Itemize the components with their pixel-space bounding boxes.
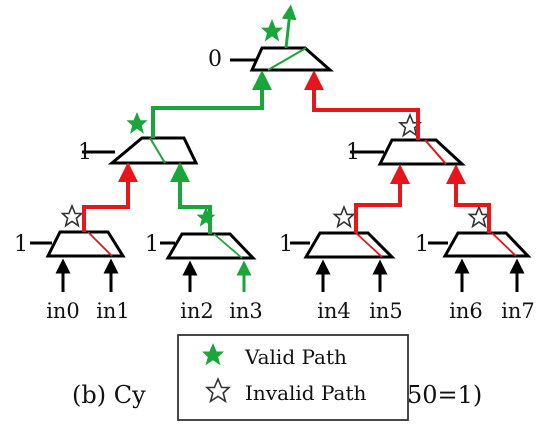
mux-level1-right: 1 (346, 112, 466, 166)
mux-leaf-0-select-label: 1 (14, 232, 28, 257)
caption-left: (b) Cy (72, 381, 146, 409)
mux-level1-left: 1 (78, 112, 199, 165)
mux-leaf-0: 1 (14, 203, 126, 258)
mux-leaf-3-select-label: 1 (415, 232, 429, 257)
input-label-in1: in1 (96, 299, 130, 323)
valid-star-icon (196, 207, 216, 227)
legend-valid-label: Valid Path (244, 345, 347, 369)
input-label-in3: in3 (229, 299, 263, 323)
mux-leaf-3: 1 (415, 204, 532, 258)
mux-leaf-2-select-label: 1 (279, 232, 293, 257)
input-label-in6: in6 (449, 299, 483, 323)
mux-level1-right-select-label: 1 (346, 140, 360, 165)
invalid-path-leaf2-to-l1 (354, 164, 410, 233)
invalid-path-leaf0-to-l1 (82, 162, 138, 232)
legend: Valid Path Invalid Path (177, 334, 409, 421)
invalid-star-icon (60, 203, 84, 228)
input-label-in2: in2 (180, 299, 214, 323)
valid-path-l1-to-root (151, 70, 272, 138)
invalid-star-icon (332, 204, 356, 229)
invalid-star-icon (467, 204, 491, 229)
legend-invalid-label: Invalid Path (245, 381, 366, 405)
input-label-in4: in4 (317, 299, 351, 323)
input-label-in0: in0 (46, 299, 80, 323)
input-label-in7: in7 (501, 299, 535, 323)
valid-star-icon (126, 112, 148, 134)
invalid-path-leaf3-to-l1 (446, 164, 491, 233)
valid-path-leaf1-to-l1 (170, 162, 212, 234)
valid-star-icon (261, 19, 283, 42)
caption-right: 50=1) (407, 381, 482, 409)
mux-leaf-2: 1 (279, 204, 396, 259)
mux-leaf-1: 1 (145, 207, 257, 260)
input-arrows (55, 258, 525, 292)
mux-root: 0 (208, 4, 334, 72)
input-label-in5: in5 (369, 299, 403, 323)
mux-leaf-1-select-label: 1 (145, 232, 159, 257)
legend-invalid-star-icon (204, 376, 232, 404)
invalid-path-l1-to-root (304, 70, 420, 140)
legend-valid-star-icon (202, 343, 224, 366)
mux-level1-left-select-label: 1 (78, 140, 92, 165)
mux-root-select-label: 0 (208, 47, 222, 72)
